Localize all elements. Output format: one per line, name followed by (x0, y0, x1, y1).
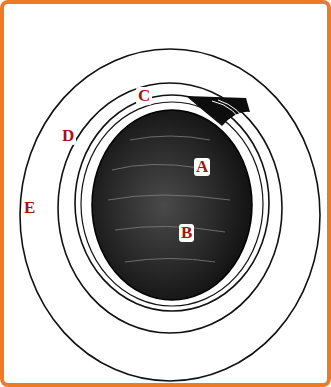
middle-layer (58, 83, 282, 333)
frame-border (2, 2, 329, 385)
dark-core (92, 110, 252, 300)
part-label: E (22, 199, 37, 217)
cap-lines (212, 100, 250, 130)
part-label: D (60, 127, 76, 145)
part-label: A (194, 158, 210, 176)
outer-layer (20, 49, 320, 381)
part-label: B (179, 224, 194, 242)
core-texture (108, 136, 230, 262)
inner-layer-line (81, 102, 263, 306)
part-label: C (136, 87, 152, 105)
inner-layer (75, 95, 269, 311)
